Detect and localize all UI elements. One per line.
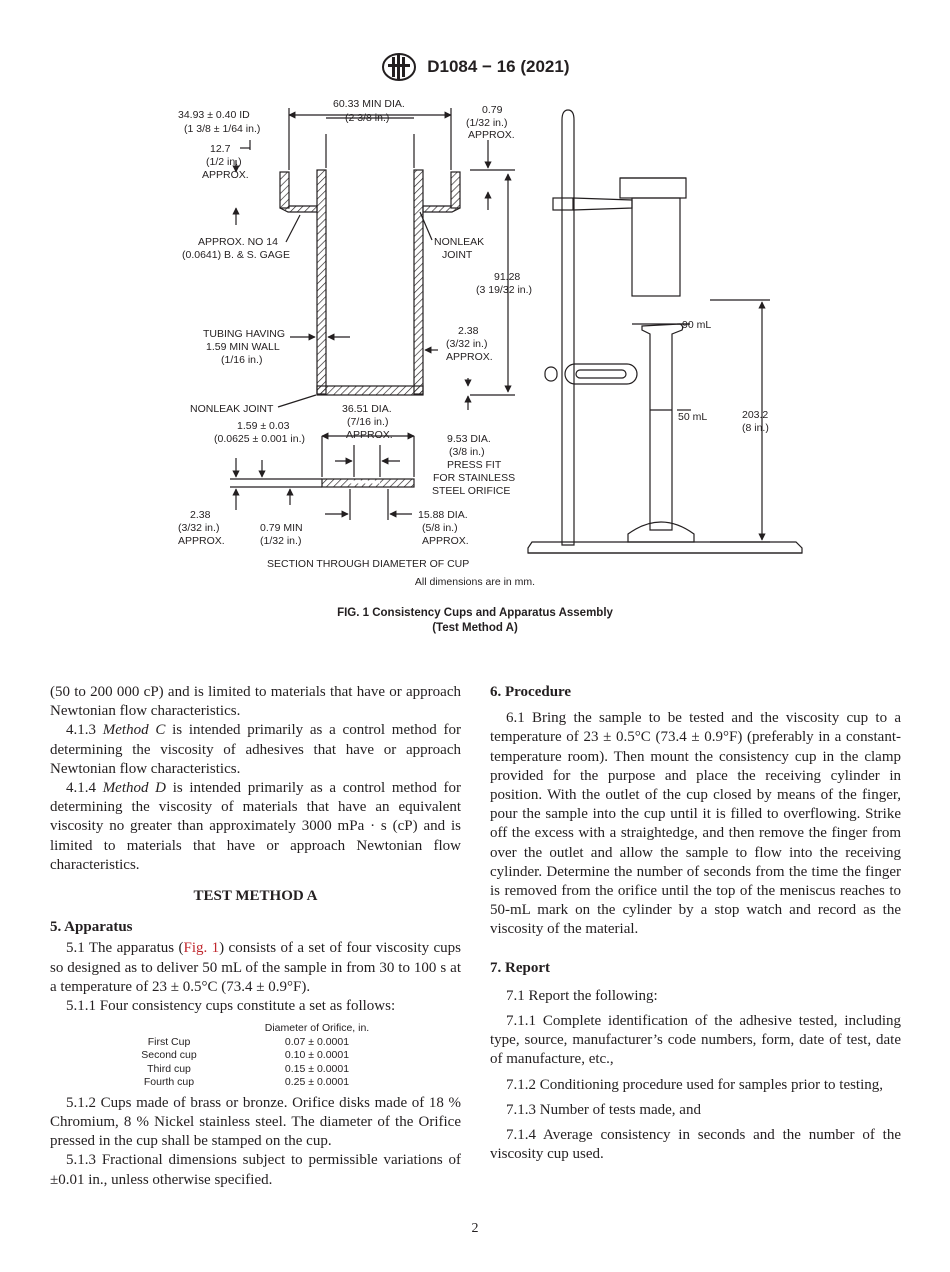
label-d3651-in: (7/16 in.) <box>347 416 388 428</box>
paragraph-5-1-3: 5.1.3 Fractional dimensions subject to p… <box>50 1152 461 1188</box>
right-column: 6. Procedure 6.1 Bring the sample to be … <box>490 683 901 1164</box>
label-joint: JOINT <box>442 249 473 261</box>
paragraph-7-1: 7.1 Report the following: <box>506 987 658 1004</box>
paragraph-5-1: 5.1 The apparatus (Fig. 1) consists of a… <box>50 940 461 995</box>
page-number: 2 <box>471 1221 479 1236</box>
label-m079: 0.79 MIN <box>260 522 303 534</box>
label-tubing: TUBING HAVING <box>203 328 285 340</box>
paragraph-6-1: 6.1 Bring the sample to be tested and th… <box>490 710 901 938</box>
label-press2: FOR STAINLESS <box>433 472 515 484</box>
paragraph-continuation: (50 to 200 000 cP) and is limited to mat… <box>50 684 461 720</box>
label-press: PRESS FIT <box>447 459 502 471</box>
label-d953-in: (3/8 in.) <box>449 446 485 458</box>
label-w238: 2.38 <box>458 325 479 337</box>
figure-caption-line1: FIG. 1 Consistency Cups and Apparatus As… <box>337 607 613 619</box>
paragraph-7-1-4: 7.1.4 Average consistency in seconds and… <box>490 1127 901 1163</box>
section-7-heading: 7. Report <box>490 959 550 976</box>
label-l127: 12.7 <box>210 143 231 155</box>
label-id: 34.93 ± 0.40 ID <box>178 109 250 121</box>
label-d3651: 36.51 DIA. <box>342 403 392 415</box>
label-m079-in: (1/32 in.) <box>260 535 301 547</box>
section-5-heading: 5. Apparatus <box>50 919 133 936</box>
label-w238-in: (3/32 in.) <box>446 338 487 350</box>
figure-1-drawing: 34.93 ± 0.40 ID (1 3/8 ± 1/64 in.) 60.33… <box>178 98 803 570</box>
label-d953: 9.53 DIA. <box>447 433 491 445</box>
paragraph-7-1-2: 7.1.2 Conditioning procedure used for sa… <box>506 1076 884 1093</box>
label-d1588-in: (5/8 in.) <box>422 522 458 534</box>
orifice-table-header: Diameter of Orifice, in. <box>264 1022 370 1035</box>
label-press3: STEEL ORIFICE <box>432 485 510 497</box>
test-method-heading: TEST METHOD A <box>193 888 318 905</box>
document-designation: D1084 − 16 (2021) <box>427 57 570 76</box>
left-column: (50 to 200 000 cP) and is limited to mat… <box>50 683 461 1190</box>
figure-caption: FIG. 1 Consistency Cups and Apparatus As… <box>0 606 950 636</box>
label-tubing2: 1.59 MIN WALL <box>206 341 280 353</box>
label-r079-approx: APPROX. <box>468 129 515 141</box>
paragraph-5-1-2: 5.1.2 Cups made of brass or bronze. Orif… <box>50 1094 461 1150</box>
label-l127-approx: APPROX. <box>202 169 249 181</box>
label-h2032-in: (8 in.) <box>742 422 769 434</box>
label-tubing3: (1/16 in.) <box>221 354 262 366</box>
label-d3651-approx: APPROX. <box>346 429 393 441</box>
label-h9128: 91.28 <box>494 271 520 283</box>
label-r079-in: (1/32 in.) <box>466 117 507 129</box>
label-section: SECTION THROUGH DIAMETER OF CUP <box>267 558 469 570</box>
label-l127-in: (1/2 in.) <box>206 156 242 168</box>
paragraph-4-1-4: 4.1.4 Method D is intended primarily as … <box>50 780 462 873</box>
label-d1588-approx: APPROX. <box>422 535 469 547</box>
page-header: D1084 − 16 (2021) <box>0 52 950 82</box>
label-nonleak-joint: NONLEAK JOINT <box>190 403 274 415</box>
fig-1-link[interactable]: Fig. 1 <box>183 940 220 957</box>
label-b238-in: (3/32 in.) <box>178 522 219 534</box>
label-ml90: 90 mL <box>682 319 711 331</box>
label-b238-approx: APPROX. <box>178 535 225 547</box>
label-d1588: 15.88 DIA. <box>418 509 468 521</box>
label-w238-approx: APPROX. <box>446 351 493 363</box>
paragraph-7-1-1: 7.1.1 Complete identification of the adh… <box>490 1013 901 1068</box>
label-id-in: (1 3/8 ± 1/64 in.) <box>184 123 260 135</box>
paragraph-7-1-3: 7.1.3 Number of tests made, and <box>506 1101 701 1118</box>
label-gage: APPROX. NO 14 <box>198 236 278 248</box>
paragraph-5-1-1: 5.1.1 Four consistency cups constitute a… <box>66 998 396 1015</box>
label-h2032: 203.2 <box>742 409 768 421</box>
label-t159-in: (0.0625 ± 0.001 in.) <box>214 433 305 445</box>
figure-caption-line2: (Test Method A) <box>432 622 518 634</box>
label-min-dia-in: (2 3/8 in.) <box>345 112 389 124</box>
astm-logo-icon <box>381 53 416 81</box>
label-h9128-in: (3 19/32 in.) <box>476 284 532 296</box>
label-gage2: (0.0641) B. & S. GAGE <box>182 249 290 261</box>
figure-note: All dimensions are in mm. <box>414 576 536 588</box>
label-min-dia: 60.33 MIN DIA. <box>333 98 405 110</box>
label-nonleak: NONLEAK <box>434 236 484 248</box>
paragraph-4-1-3: 4.1.3 Method C is intended primarily as … <box>50 722 462 777</box>
section-6-heading: 6. Procedure <box>490 684 572 700</box>
label-ml50: 50 mL <box>678 411 707 423</box>
label-r079: 0.79 <box>482 104 503 116</box>
label-t159: 1.59 ± 0.03 <box>237 420 290 432</box>
label-b238: 2.38 <box>190 509 211 521</box>
